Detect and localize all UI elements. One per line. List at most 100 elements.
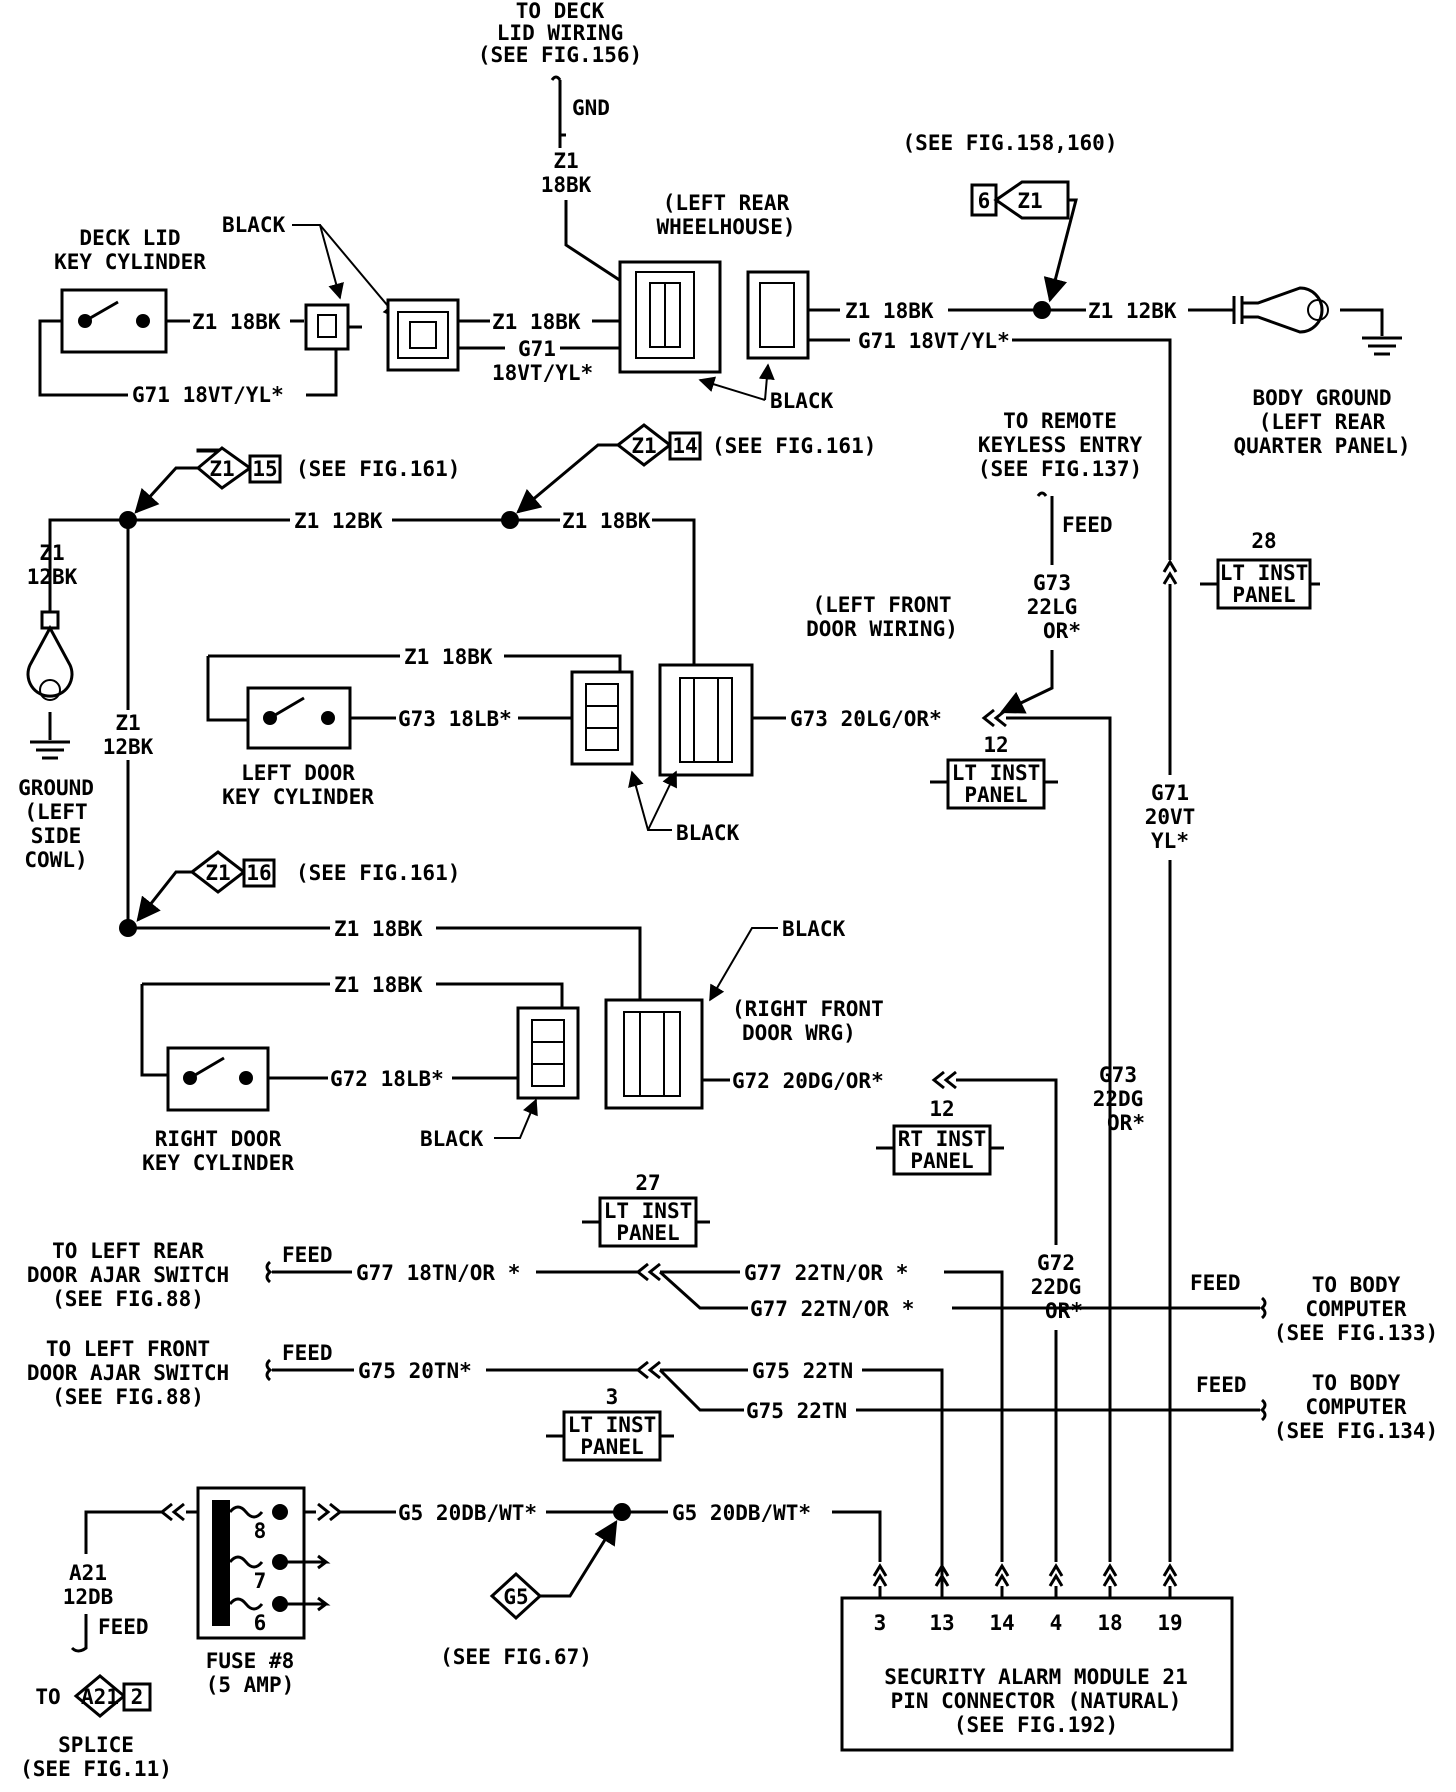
right-door-key-cyl-1: RIGHT DOOR <box>155 1127 282 1151</box>
ground-lug-hole <box>39 679 61 701</box>
security-module-3: (SEE FIG.192) <box>954 1713 1118 1737</box>
left-front-door-wiring-1: (LEFT FRONT <box>812 593 951 617</box>
fuse-pin-7: 7 <box>254 1569 267 1593</box>
security-module-2: PIN CONNECTOR (NATURAL) <box>891 1689 1182 1713</box>
ground-cowl-4: COWL) <box>24 848 87 872</box>
left-door-connector <box>570 670 634 766</box>
connector-slot <box>759 282 795 348</box>
arrow <box>698 376 766 401</box>
feed-wire <box>1259 1398 1267 1422</box>
z1-18bk-rdoor-a: Z1 18BK <box>334 917 423 941</box>
switch-arm <box>189 1056 225 1080</box>
g73-22dg-3: OR* <box>1107 1111 1145 1135</box>
body-ground-3: QUARTER PANEL) <box>1233 434 1410 458</box>
to-deck-lid-line1: TO DECK <box>516 0 605 23</box>
wire <box>1340 308 1384 336</box>
g5-wire <box>304 1502 396 1522</box>
g72-18lb: G72 18LB* <box>330 1067 444 1091</box>
wire <box>140 982 564 1077</box>
body-computer-133-3: (SEE FIG.133) <box>1274 1321 1438 1345</box>
cowl-ground-lug-icon <box>26 624 74 698</box>
wheelhouse-connector-mate <box>746 270 810 360</box>
black-label-wheel: BLACK <box>770 389 834 413</box>
splice-arrow <box>136 870 192 922</box>
fuse-outputs <box>280 1554 331 1612</box>
remote-keyless-3: (SEE FIG.137) <box>978 457 1142 481</box>
connector-slot <box>317 314 337 338</box>
g5-wire <box>546 1510 882 1562</box>
g5-20db-wt-a: G5 20DB/WT* <box>398 1501 537 1525</box>
ground-lug <box>1232 296 1244 324</box>
lt-inst-28-l1: LT INST <box>1220 561 1309 585</box>
diamond-z1-14-num: 14 <box>672 434 697 458</box>
black-label-rdoor-top: BLACK <box>782 917 846 941</box>
splice-ref-box <box>242 858 276 888</box>
security-alarm-module <box>840 1596 1234 1752</box>
z1-18bk-top-1: Z1 <box>553 149 578 173</box>
diamond-a21-num: 2 <box>131 1685 144 1709</box>
ground-lug-hole <box>1307 299 1329 321</box>
feed-wire <box>1036 491 1054 565</box>
wire <box>693 678 719 762</box>
g73-22dg-2: 22DG <box>1093 1087 1144 1111</box>
connector-slot <box>409 321 437 349</box>
fuse-8-2: (5 AMP) <box>206 1673 295 1697</box>
splice-ref-box <box>668 431 702 461</box>
body-computer-134-2: COMPUTER <box>1305 1395 1407 1419</box>
diamond-z1-15-name: Z1 <box>209 457 234 481</box>
feed-wire <box>70 1614 88 1653</box>
lt-inst-panel-12 <box>946 758 1046 810</box>
module-pin-13: 13 <box>929 1611 954 1635</box>
z1-bus <box>128 518 696 668</box>
module-pin-3: 3 <box>874 1611 887 1635</box>
g71-20vt-3: YL* <box>1151 829 1189 853</box>
feed-a21: FEED <box>98 1615 149 1639</box>
connector-slot <box>635 271 695 359</box>
ground-cowl-3: SIDE <box>31 824 82 848</box>
module-pin-19: 19 <box>1157 1611 1182 1635</box>
cowl-ground-icon <box>30 712 70 760</box>
g77-wire <box>635 1262 748 1310</box>
arrow <box>292 224 344 300</box>
to-label: TO <box>35 1685 60 1709</box>
feed-body-134: FEED <box>1196 1373 1247 1397</box>
splice-arrow <box>516 443 618 514</box>
feed-wire <box>265 1358 273 1382</box>
left-rear-ajar-2: DOOR AJAR SWITCH <box>27 1263 229 1287</box>
right-door-connector-mate <box>604 998 704 1110</box>
left-front-ajar-2: DOOR AJAR SWITCH <box>27 1361 229 1385</box>
feed-keyless: FEED <box>1062 513 1113 537</box>
see-fig-67: (SEE FIG.67) <box>440 1645 592 1669</box>
z1-18bk-rdoor-b: Z1 18BK <box>334 973 423 997</box>
fuse-pin-8: 8 <box>254 1519 267 1543</box>
feed-rear-ajar: FEED <box>282 1243 333 1267</box>
lt-inst-27-l1: LT INST <box>604 1199 693 1223</box>
lt-inst-12-num: 12 <box>983 733 1008 757</box>
lt-inst-28-num: 28 <box>1251 529 1276 553</box>
switch-contact <box>321 711 335 725</box>
left-door-connector-mate <box>658 663 754 777</box>
deck-lid-wires <box>38 319 190 397</box>
module-pin-14: 14 <box>989 1611 1014 1635</box>
fuse-bus-bar <box>212 1500 230 1626</box>
splice-ref-box <box>970 183 998 217</box>
connector-slot <box>531 1019 565 1087</box>
splice-dot <box>613 1503 631 1521</box>
module-pin-arrows <box>872 1562 1178 1598</box>
switch-contact <box>136 314 150 328</box>
g77-22tn-or-b: G77 22TN/OR * <box>750 1297 914 1321</box>
wire <box>808 308 850 342</box>
lt-inst-12-l2: PANEL <box>964 783 1027 807</box>
ground-icon <box>1362 336 1402 356</box>
left-rear-ajar-1: TO LEFT REAR <box>52 1239 204 1263</box>
remote-keyless-1: TO REMOTE <box>1003 409 1117 433</box>
fuse-terminal <box>272 1504 288 1520</box>
lt-inst-27-num: 27 <box>635 1171 660 1195</box>
a21-12db-1: A21 <box>69 1561 107 1585</box>
wire <box>306 345 338 397</box>
body-ground-1: BODY GROUND <box>1252 386 1391 410</box>
z1-18bk-bus: Z1 18BK <box>562 509 651 533</box>
g71-20vt-2: 20VT <box>1145 805 1196 829</box>
g72-20dg-or: G72 20DG/OR* <box>732 1069 884 1093</box>
lt-inst-27-l2: PANEL <box>616 1221 679 1245</box>
